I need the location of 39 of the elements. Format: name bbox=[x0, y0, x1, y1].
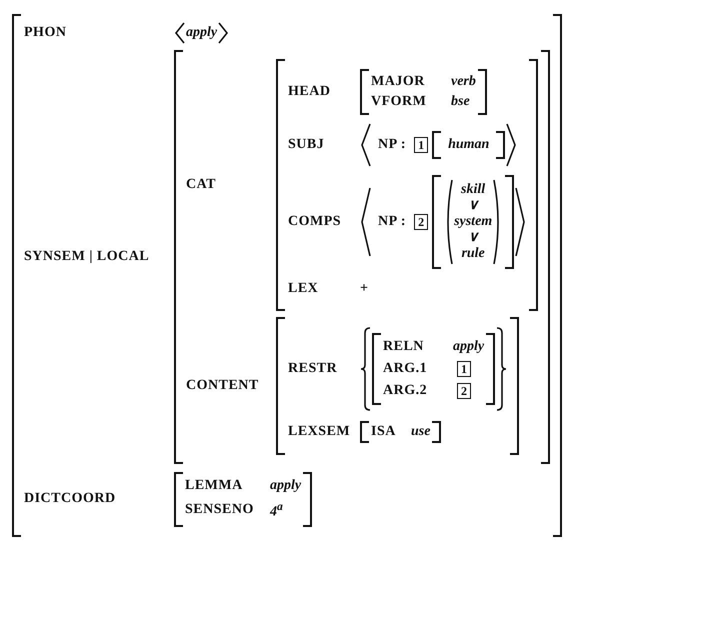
feature-name: VFORM bbox=[371, 94, 428, 110]
feature-name: HEAD bbox=[288, 84, 332, 100]
feature-name: LEXSEM bbox=[288, 424, 352, 440]
feature-value: 4$^{a}$ bbox=[270, 500, 283, 521]
feature-name: DICTCOORD bbox=[24, 491, 117, 508]
feature-name: SENSENO bbox=[185, 502, 255, 518]
tag-box: 2 bbox=[414, 214, 428, 230]
feature-name: ARG.2 bbox=[383, 383, 428, 399]
feature-name: ISA bbox=[371, 424, 397, 440]
tag-box: 1 bbox=[457, 361, 471, 377]
disjunction-symbol: ∨ bbox=[468, 230, 478, 246]
feature-value: bse bbox=[451, 94, 470, 110]
tag-box: 2 bbox=[457, 383, 471, 399]
feature-value: apply bbox=[186, 25, 218, 41]
feature-value: apply bbox=[270, 478, 302, 494]
feature-label: NP : bbox=[378, 137, 406, 153]
feature-value: system bbox=[454, 214, 492, 230]
tag-box: 1 bbox=[414, 137, 428, 153]
feature-value: apply bbox=[453, 339, 484, 355]
feature-name: LEX bbox=[288, 281, 320, 297]
feature-name: MAJOR bbox=[371, 74, 426, 90]
feature-name: PHON bbox=[24, 25, 68, 41]
feature-name: RESTR bbox=[288, 361, 338, 377]
feature-value: verb bbox=[451, 74, 476, 90]
feature-name: LEMMA bbox=[185, 478, 244, 494]
feature-name: ARG.1 bbox=[383, 361, 428, 377]
feature-name: RELN bbox=[383, 339, 425, 355]
feature-value: use bbox=[411, 424, 430, 440]
feature-label: NP : bbox=[378, 214, 406, 230]
feature-value: human bbox=[448, 137, 490, 153]
feature-name: SYNSEM | LOCAL bbox=[24, 249, 150, 265]
feature-value: rule bbox=[461, 246, 485, 262]
feature-name: CONTENT bbox=[186, 378, 260, 394]
feature-name: SUBJ bbox=[288, 137, 326, 153]
disjunction-symbol: ∨ bbox=[468, 198, 478, 214]
feature-name: COMPS bbox=[288, 214, 342, 230]
feature-value: skill bbox=[461, 182, 486, 198]
feature-name: CAT bbox=[186, 177, 218, 193]
feature-value: + bbox=[360, 281, 368, 297]
